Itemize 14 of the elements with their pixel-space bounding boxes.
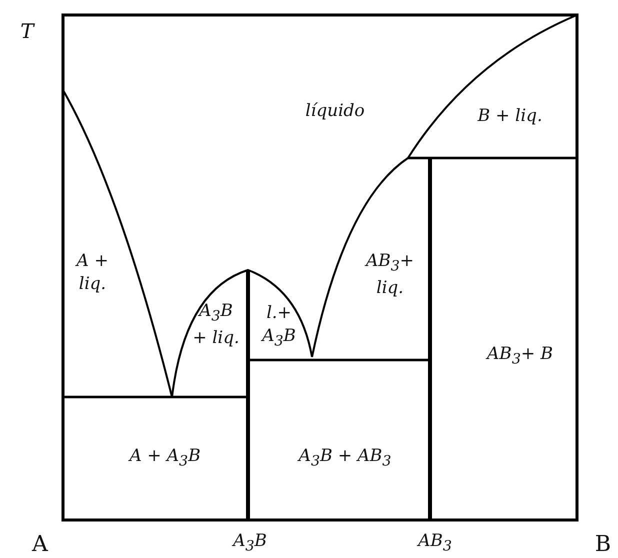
region-label: l.+ A$_{3}$B	[260, 302, 297, 352]
region-label: líquido	[304, 100, 366, 123]
axis-label: A	[30, 531, 50, 558]
axis-label: T	[19, 18, 36, 45]
tick-label: AB$_{3}$	[416, 530, 453, 556]
region-label: AB$_{3}$+ liq.	[364, 250, 416, 300]
region-label: A$_{3}$B + liq.	[192, 300, 240, 350]
region-label: A + liq.	[74, 250, 110, 296]
region-label: B + liq.	[476, 105, 544, 128]
axis-label: B	[594, 531, 612, 558]
tick-label: A$_{3}$B	[230, 530, 268, 556]
region-label: AB$_{3}$+ B	[484, 343, 554, 370]
region-label: A + A$_{3}$B	[127, 445, 202, 472]
region-label: A$_{3}$B + AB$_{3}$	[296, 445, 392, 472]
